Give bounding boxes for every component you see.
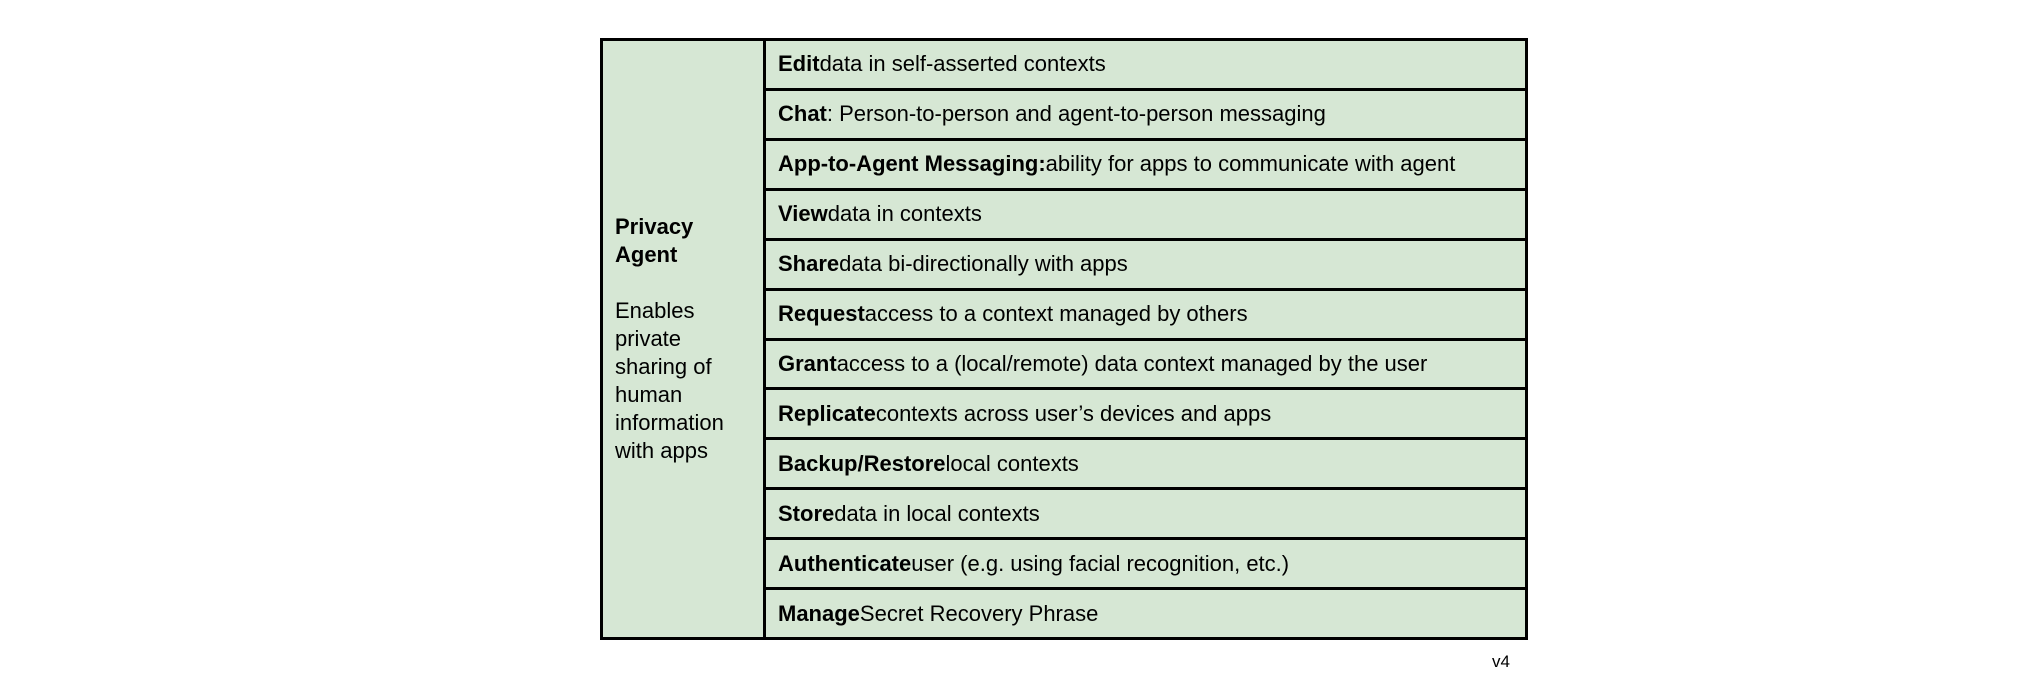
capability-text: data bi-directionally with apps [839,251,1128,277]
agent-cell: Privacy Agent Enables private sharing of… [603,41,766,637]
capability-row-app-to-agent-messaging: App-to-Agent Messaging: ability for apps… [766,141,1525,191]
capability-row-request: Request access to a context managed by o… [766,291,1525,341]
capability-text: Secret Recovery Phrase [859,600,1099,626]
capability-row-chat: Chat: Person-to-person and agent-to-pers… [766,91,1525,141]
capability-text: contexts across user’s devices and apps [875,400,1272,426]
capability-row-grant: Grant access to a (local/remote) data co… [766,341,1525,391]
capability-row-edit: Edit data in self-asserted contexts [766,41,1525,91]
capability-row-store: Store data in local contexts [766,490,1525,541]
capability-text: data in local contexts [834,500,1040,526]
capability-verb: Authenticate [778,550,912,576]
capability-text: access to a context managed by others [864,301,1248,327]
agent-description: Enables private sharing of human informa… [615,298,724,463]
capability-row-backup-restore: Backup/Restore local contexts [766,440,1525,491]
capability-row-share: Share data bi-directionally with apps [766,241,1525,291]
version-label: v4 [1492,652,1510,671]
capability-verb: Replicate [778,400,876,426]
capability-verb: Grant [778,350,837,376]
capability-text: : Person-to-person and agent-to-person m… [826,101,1326,127]
capability-row-authenticate: Authenticate user (e.g. using facial rec… [766,540,1525,591]
capability-verb: Chat [778,101,827,127]
capability-row-view: View data in contexts [766,191,1525,241]
capability-text: local contexts [945,450,1079,476]
capability-verb: View [778,201,828,227]
capability-verb: Backup/Restore [778,450,946,476]
capability-text: ability for apps to communicate with age… [1045,151,1456,177]
agent-title: Privacy Agent [615,214,694,267]
capability-row-replicate: Replicate contexts across user’s devices… [766,390,1525,441]
capability-verb: Edit [778,51,820,77]
capability-text: user (e.g. using facial recognition, etc… [911,550,1290,576]
capability-row-manage: Manage Secret Recovery Phrase [766,590,1525,637]
capability-verb: Request [778,301,865,327]
capability-verb: Manage [778,600,860,626]
capability-verb: Share [778,251,840,277]
capability-table: Privacy Agent Enables private sharing of… [600,38,1528,640]
capability-verb: App-to-Agent Messaging: [778,151,1046,177]
capability-text: access to a (local/remote) data context … [836,350,1428,376]
capability-list: Edit data in self-asserted contexts Chat… [766,41,1525,637]
capability-text: data in contexts [827,201,982,227]
capability-verb: Store [778,500,835,526]
capability-text: data in self-asserted contexts [819,51,1106,77]
